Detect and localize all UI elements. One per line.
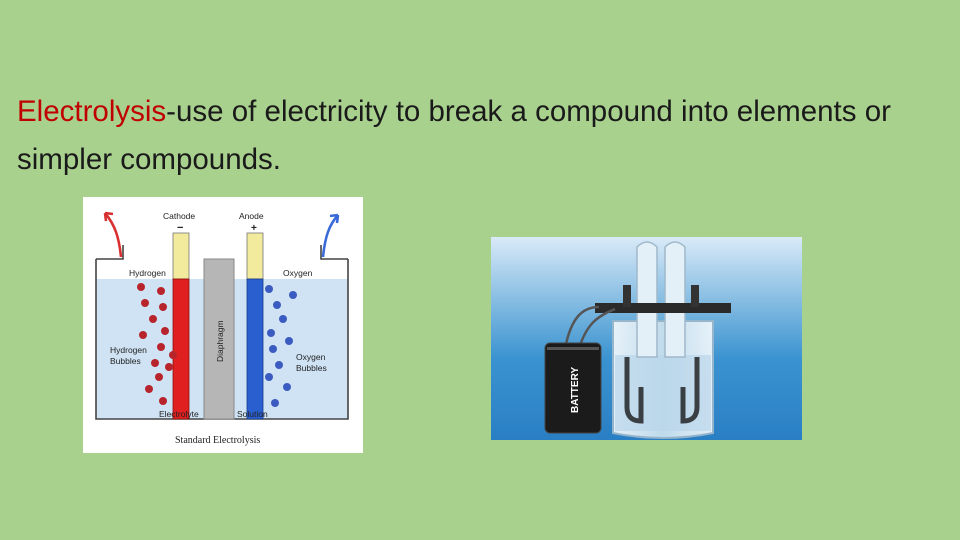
- test-tube-right: [664, 241, 686, 358]
- diagram-caption: Standard Electrolysis: [175, 435, 260, 446]
- anode-top: [246, 232, 264, 280]
- cathode-label: Cathode: [163, 211, 195, 221]
- electrolysis-photo-svg: BATTERY: [491, 237, 802, 440]
- anode-electrode: [246, 278, 264, 420]
- term-electrolysis: Electrolysis: [17, 95, 167, 128]
- hydrogen-label: Hydrogen: [129, 268, 166, 278]
- diaphragm-label: Diaphragm: [215, 320, 225, 362]
- electrode-left: [624, 357, 644, 424]
- definition-text: -use of electricity to break a compound …: [17, 95, 891, 176]
- clamp-post-left: [623, 285, 631, 307]
- oxygen-arrowhead-icon: [329, 213, 340, 224]
- diaphragm: [203, 258, 235, 420]
- oxygen-bubbles-label-2: Bubbles: [296, 363, 327, 373]
- oxygen-arrow-icon: [321, 214, 339, 258]
- hydrogen-bubbles: [137, 283, 177, 405]
- hydrogen-bubbles-label-2: Bubbles: [110, 356, 141, 366]
- clamp-post-right: [691, 285, 699, 307]
- hydrogen-bubbles-label-1: Hydrogen: [110, 345, 147, 355]
- electrode-right: [680, 357, 700, 424]
- electrolyte-label: Electrolyte: [159, 409, 199, 419]
- clamp-bar: [595, 303, 731, 313]
- cathode-sign: −: [177, 222, 183, 234]
- solution-label: Solution: [237, 409, 268, 419]
- hydrogen-arrow-icon: [103, 212, 123, 258]
- hydrogen-arrowhead-icon: [103, 211, 114, 222]
- test-tube-left: [636, 241, 658, 358]
- cathode-electrode: [172, 278, 190, 420]
- oxygen-bubbles-label-1: Oxygen: [296, 352, 326, 362]
- wire-left: [563, 305, 600, 350]
- electrolysis-diagram-svg: Cathode − Anode + Hydrogen Oxygen Diaphr…: [95, 211, 349, 446]
- electrolysis-photo: BATTERY: [491, 237, 802, 440]
- cathode-top: [172, 232, 190, 280]
- anode-label: Anode: [239, 211, 264, 221]
- electrolysis-diagram: Cathode − Anode + Hydrogen Oxygen Diaphr…: [83, 197, 363, 453]
- battery-label: BATTERY: [570, 367, 581, 413]
- container-lid: [96, 245, 348, 260]
- slide-heading: Electrolysis-use of electricity to break…: [17, 88, 952, 184]
- battery: [544, 342, 602, 434]
- oxygen-label: Oxygen: [283, 268, 313, 278]
- battery-top-edge: [547, 347, 599, 350]
- oxygen-bubbles: [265, 285, 297, 407]
- anode-sign: +: [251, 223, 257, 234]
